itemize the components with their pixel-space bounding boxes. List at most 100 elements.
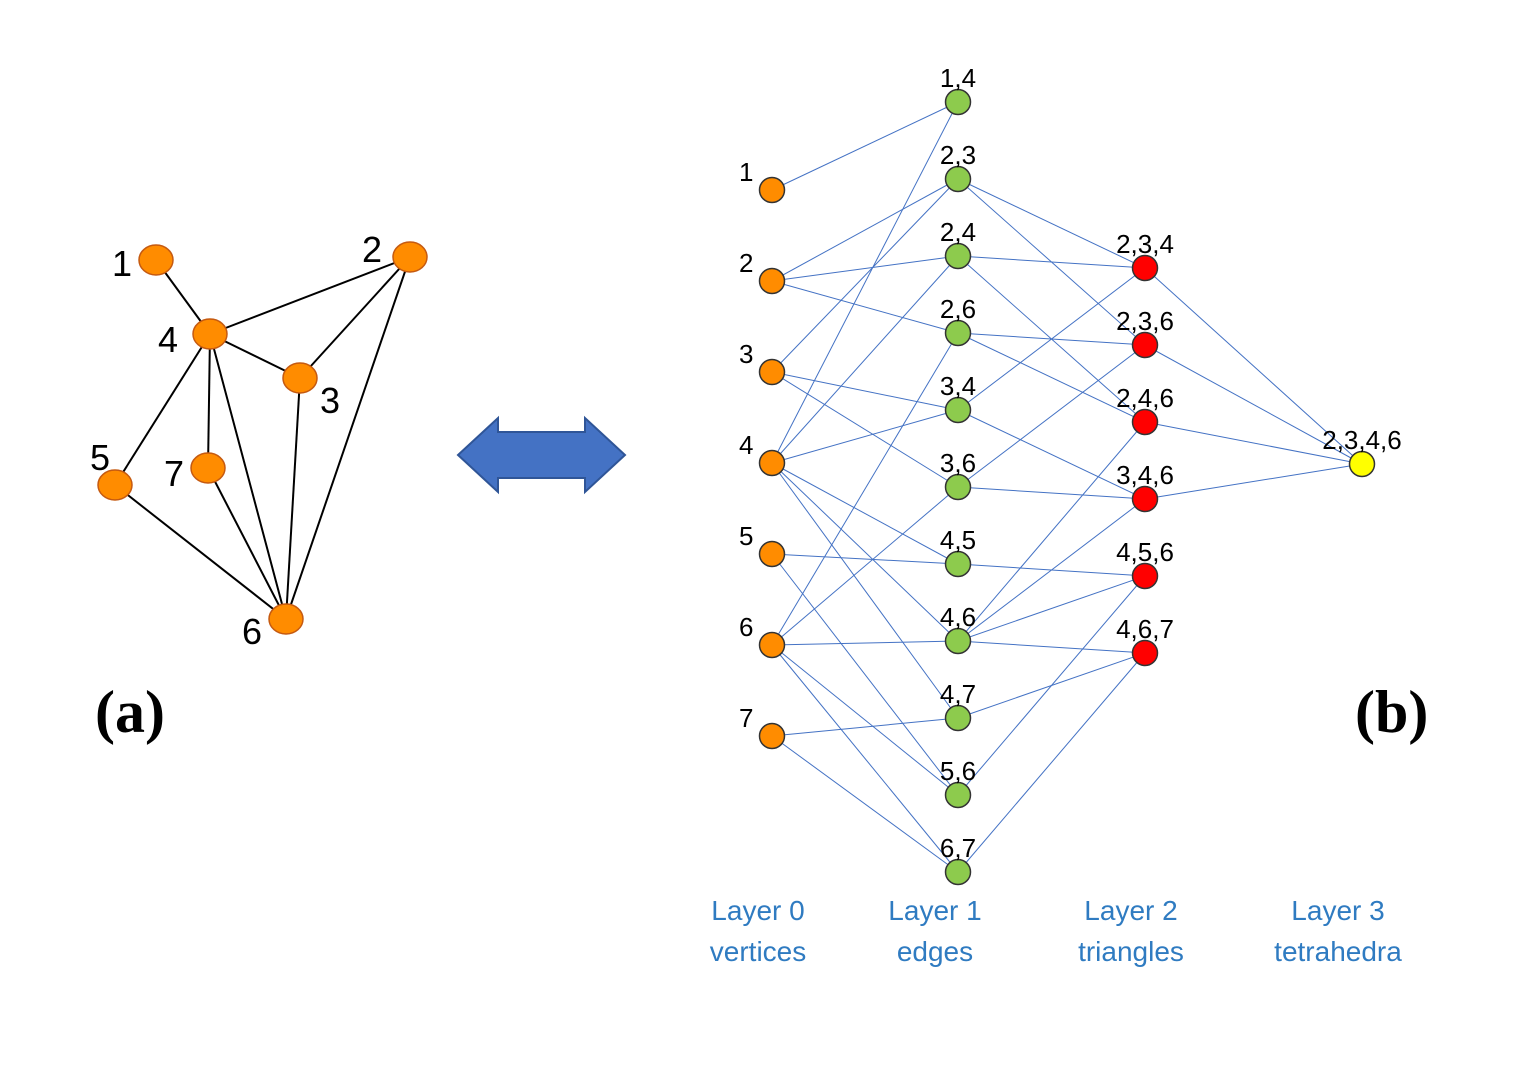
hasse-node-label: 4,7 [940, 679, 976, 709]
hasse-link [771, 717, 959, 737]
graph-a-vertex [268, 603, 304, 635]
hasse-node-label: 5 [739, 521, 753, 551]
graph-a-edge [207, 333, 211, 469]
hasse-link [957, 421, 1146, 642]
hasse-node [1348, 450, 1376, 478]
graph-a-vertex-label: 7 [164, 453, 184, 494]
graph-a-vertex-label: 1 [112, 243, 132, 284]
double-arrow-icon [456, 415, 627, 495]
hasse-link [771, 462, 959, 565]
hasse-link [957, 575, 1146, 642]
hasse-link [957, 486, 1146, 500]
hasse-node [758, 267, 786, 295]
hasse-node-label: 2 [739, 248, 753, 278]
hasse-node [1131, 639, 1159, 667]
hasse-link [771, 371, 959, 488]
graph-a-vertex-label: 4 [158, 319, 178, 360]
layer-subtitle: triangles [1078, 936, 1184, 967]
hasse-link [771, 332, 959, 646]
hasse-link [771, 280, 959, 334]
hasse-link [771, 640, 959, 646]
layer-name: Layer 3 [1291, 895, 1384, 926]
layer-labels: Layer 0 vertices Layer 1 edges Layer 2 triang… [710, 895, 1402, 967]
hasse-link [957, 267, 1146, 411]
hasse-node-label: 4,6 [940, 602, 976, 632]
hasse-node-label: 3,4,6 [1116, 460, 1174, 490]
hasse-link [771, 255, 959, 282]
graph-a-vertex [392, 241, 428, 273]
hasse-node [944, 781, 972, 809]
hasse-node-label: 6 [739, 612, 753, 642]
hasse-node-label: 5,6 [940, 756, 976, 786]
graph-a-vertex-label: 6 [242, 611, 262, 652]
hasse-link [771, 409, 959, 464]
hasse-node [1131, 485, 1159, 513]
graph-a-edge [209, 333, 287, 620]
hasse-node-label: 3 [739, 339, 753, 369]
hasse-node [1131, 254, 1159, 282]
hasse-node-label: 1 [739, 157, 753, 187]
hasse-link [957, 255, 1146, 269]
graph-a-vertex [97, 469, 133, 501]
hasse-node-label: 2,3 [940, 140, 976, 170]
graph-a-vertex [190, 452, 226, 484]
layer-name: Layer 2 [1084, 895, 1177, 926]
hasse-node-label: 7 [739, 703, 753, 733]
hasse-link [957, 409, 1146, 500]
hasse-link [957, 498, 1146, 642]
hasse-node [944, 242, 972, 270]
graph-a-edge [207, 467, 287, 620]
hasse-link [771, 371, 959, 411]
hasse-diagram: 12345671,42,32,42,63,43,64,54,64,75,66,7… [739, 63, 1402, 886]
hasse-link [771, 178, 959, 373]
hasse-link [771, 553, 959, 796]
hasse-node-label: 4,6,7 [1116, 614, 1174, 644]
hasse-link [1144, 344, 1363, 465]
hasse-node-label: 2,3,6 [1116, 306, 1174, 336]
hasse-node [944, 473, 972, 501]
hasse-link [771, 462, 959, 719]
graph-a-edge [285, 377, 301, 620]
layer-subtitle: edges [897, 936, 973, 967]
hasse-link [771, 462, 959, 642]
hasse-node-label: 2,4,6 [1116, 383, 1174, 413]
graph-a-vertex [138, 244, 174, 276]
hasse-link [771, 553, 959, 565]
hasse-link [771, 178, 959, 282]
hasse-node [758, 176, 786, 204]
layer-name: Layer 0 [711, 895, 804, 926]
hasse-node [944, 319, 972, 347]
hasse-link [771, 255, 959, 464]
graph-a-edge [285, 256, 411, 620]
hasse-node [944, 396, 972, 424]
layer-name: Layer 1 [888, 895, 981, 926]
graph-a-edge [299, 256, 411, 379]
hasse-link [957, 575, 1146, 796]
graph-a-edge [209, 256, 411, 335]
panel-label-a: (a) [95, 679, 165, 745]
hasse-link [771, 101, 959, 464]
hasse-node-label: 3,4 [940, 371, 976, 401]
hasse-node [944, 627, 972, 655]
graph-a-vertex [282, 362, 318, 394]
hasse-node [758, 722, 786, 750]
layer-subtitle: tetrahedra [1274, 936, 1402, 967]
hasse-link [957, 332, 1146, 423]
hasse-node [758, 540, 786, 568]
hasse-node-label: 2,4 [940, 217, 976, 247]
layer-subtitle: vertices [710, 936, 806, 967]
hasse-link [771, 486, 959, 646]
hasse-node-label: 4 [739, 430, 753, 460]
hasse-node [758, 449, 786, 477]
hasse-node-label: 4,5,6 [1116, 537, 1174, 567]
panel-label-b: (b) [1355, 679, 1428, 745]
hasse-link [957, 344, 1146, 488]
hasse-node [944, 704, 972, 732]
hasse-link [1144, 421, 1363, 465]
hasse-node [1131, 408, 1159, 436]
hasse-node [758, 631, 786, 659]
hasse-link [957, 178, 1146, 269]
graph-a-edge [114, 333, 211, 486]
